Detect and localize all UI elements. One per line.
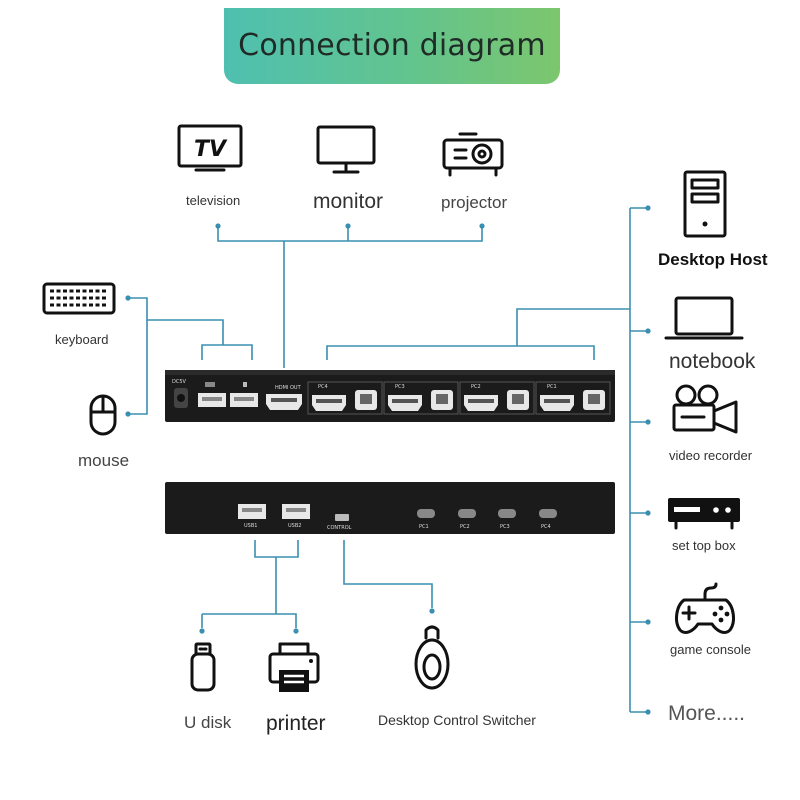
- kvm-back-panel: DC5V HDMI OUT PC4 PC3: [165, 370, 615, 422]
- laptop-icon: [664, 296, 744, 340]
- tv-icon: TV: [177, 124, 243, 172]
- label-keyboard: keyboard: [55, 332, 109, 347]
- svg-text:PC4: PC4: [318, 384, 328, 390]
- connector-lines: [128, 207, 648, 713]
- svg-text:TV: TV: [194, 137, 228, 162]
- monitor-icon: [316, 125, 376, 174]
- label-projector: projector: [441, 193, 508, 212]
- set-top-box-icon: [668, 498, 740, 530]
- label-set-top-box: set top box: [672, 538, 736, 553]
- label-television: television: [186, 193, 241, 208]
- dc-label: DC5V: [172, 379, 187, 385]
- mouse-icon: [89, 394, 117, 436]
- label-printer: printer: [266, 712, 326, 735]
- svg-text:PC2: PC2: [460, 524, 470, 530]
- label-desktop-host: Desktop Host: [658, 250, 768, 269]
- printer-icon: [268, 642, 320, 692]
- label-more: More.....: [668, 702, 746, 725]
- label-game-console: game console: [670, 642, 751, 657]
- svg-text:CONTROL: CONTROL: [327, 525, 352, 531]
- svg-text:USB2: USB2: [288, 523, 301, 529]
- desk-switch-icon: [414, 625, 450, 690]
- label-video-recorder: video recorder: [669, 448, 753, 463]
- svg-text:PC1: PC1: [547, 384, 557, 390]
- hdmi-out-label: HDMI OUT: [275, 385, 302, 391]
- label-desktop-control-switcher: Desktop Control Switcher: [378, 712, 536, 728]
- projector-icon: [442, 132, 504, 177]
- kvm-front-panel: USB1 USB2 CONTROL PC1 PC2 PC3 PC4: [165, 482, 615, 534]
- desktop-tower-icon: [683, 170, 727, 238]
- title-banner: Connection diagram: [224, 8, 560, 84]
- svg-text:PC1: PC1: [419, 524, 429, 530]
- label-monitor: monitor: [313, 190, 384, 213]
- keyboard-icon: [42, 282, 116, 315]
- svg-text:PC4: PC4: [541, 524, 551, 530]
- gamepad-icon: [675, 582, 735, 634]
- pc4-port-group: PC4: [307, 381, 383, 415]
- svg-text:USB1: USB1: [244, 523, 257, 529]
- label-mouse: mouse: [78, 451, 130, 470]
- svg-text:PC2: PC2: [471, 384, 481, 390]
- diagram-title: Connection diagram: [238, 28, 546, 63]
- svg-text:PC3: PC3: [500, 524, 510, 530]
- video-camera-icon: [672, 384, 738, 434]
- svg-text:PC3: PC3: [395, 384, 405, 390]
- pc2-port-group: PC2: [459, 381, 535, 415]
- pc3-port-group: PC3: [383, 381, 459, 415]
- label-u-disk: U disk: [184, 713, 232, 732]
- usb-drive-icon: [190, 642, 216, 692]
- label-notebook: notebook: [669, 350, 756, 373]
- pc1-port-group: PC1: [535, 381, 611, 415]
- connector-dots: [125, 205, 651, 715]
